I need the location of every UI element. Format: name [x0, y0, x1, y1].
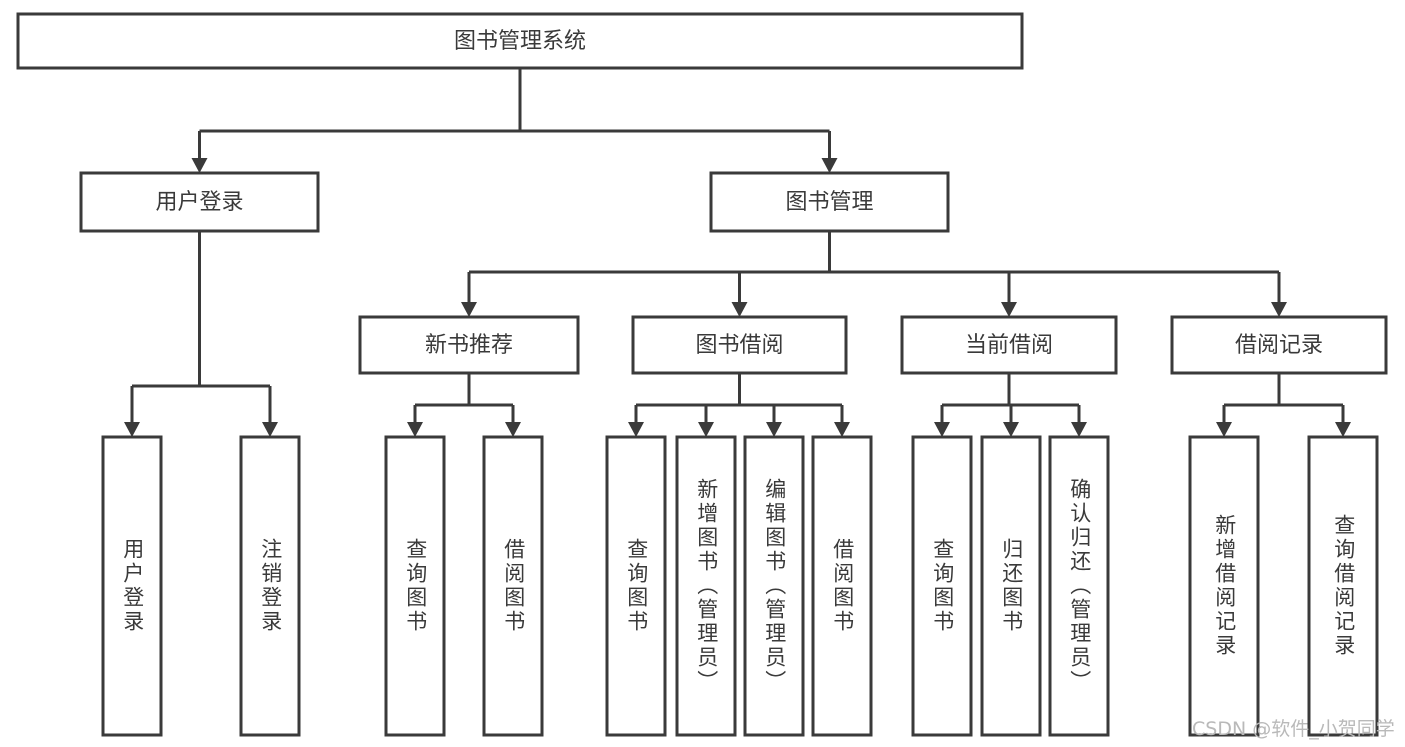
level3-node-1-label: 图书借阅 — [695, 333, 783, 358]
leaf-node-8[interactable] — [911, 435, 973, 737]
watermark-text: CSDN @软件_小贺同学 — [1192, 718, 1395, 740]
level2-node-1[interactable] — [709, 171, 950, 233]
leaf-node-1[interactable] — [239, 435, 301, 737]
arrow-head-icon — [1335, 422, 1351, 437]
level3-node-3[interactable] — [1170, 315, 1388, 375]
arrow-head-icon — [191, 158, 208, 173]
arrow-head-icon — [1271, 302, 1287, 317]
arrow-head-icon — [505, 422, 521, 437]
level2-node-1-label: 图书管理 — [785, 190, 873, 215]
leaf-node-5[interactable] — [675, 435, 737, 737]
arrow-head-icon — [834, 422, 850, 437]
root-node-图书管理系统-label: 图书管理系统 — [454, 29, 586, 54]
arrow-head-icon — [934, 422, 950, 437]
level3-node-0-label: 新书推荐 — [425, 333, 513, 358]
leaf-node-6[interactable] — [743, 435, 805, 737]
level3-node-2-label: 当前借阅 — [965, 333, 1053, 358]
leaf-node-9[interactable] — [980, 435, 1042, 737]
arrow-head-icon — [262, 422, 278, 437]
leaf-node-4[interactable] — [605, 435, 667, 737]
edges-layer — [124, 68, 1351, 437]
arrow-head-icon — [731, 302, 748, 317]
arrow-head-icon — [407, 422, 423, 437]
arrow-head-icon — [1071, 422, 1087, 437]
leaf-node-0[interactable] — [101, 435, 163, 737]
arrow-head-icon — [628, 422, 644, 437]
level3-node-2[interactable] — [900, 315, 1118, 375]
level3-node-1[interactable] — [631, 315, 848, 375]
leaf-node-11[interactable] — [1188, 435, 1260, 737]
level3-node-3-label: 借阅记录 — [1235, 333, 1323, 358]
arrow-head-icon — [766, 422, 782, 437]
arrow-head-icon — [1003, 422, 1019, 437]
arrow-head-icon — [461, 302, 477, 317]
arrow-head-icon — [821, 158, 838, 173]
leaf-node-10[interactable] — [1048, 435, 1110, 737]
leaf-node-12[interactable] — [1307, 435, 1379, 737]
root-node-图书管理系统[interactable] — [16, 12, 1024, 70]
arrow-head-icon — [1216, 422, 1232, 437]
leaf-node-2[interactable] — [384, 435, 446, 737]
arrow-head-icon — [124, 422, 140, 437]
level2-node-0-label: 用户登录 — [155, 190, 243, 215]
leaf-node-3[interactable] — [482, 435, 544, 737]
leaf-node-7[interactable] — [811, 435, 873, 737]
arrow-head-icon — [1001, 302, 1017, 317]
level3-node-0[interactable] — [358, 315, 580, 375]
arrow-head-icon — [698, 422, 714, 437]
level2-node-0[interactable] — [79, 171, 320, 233]
